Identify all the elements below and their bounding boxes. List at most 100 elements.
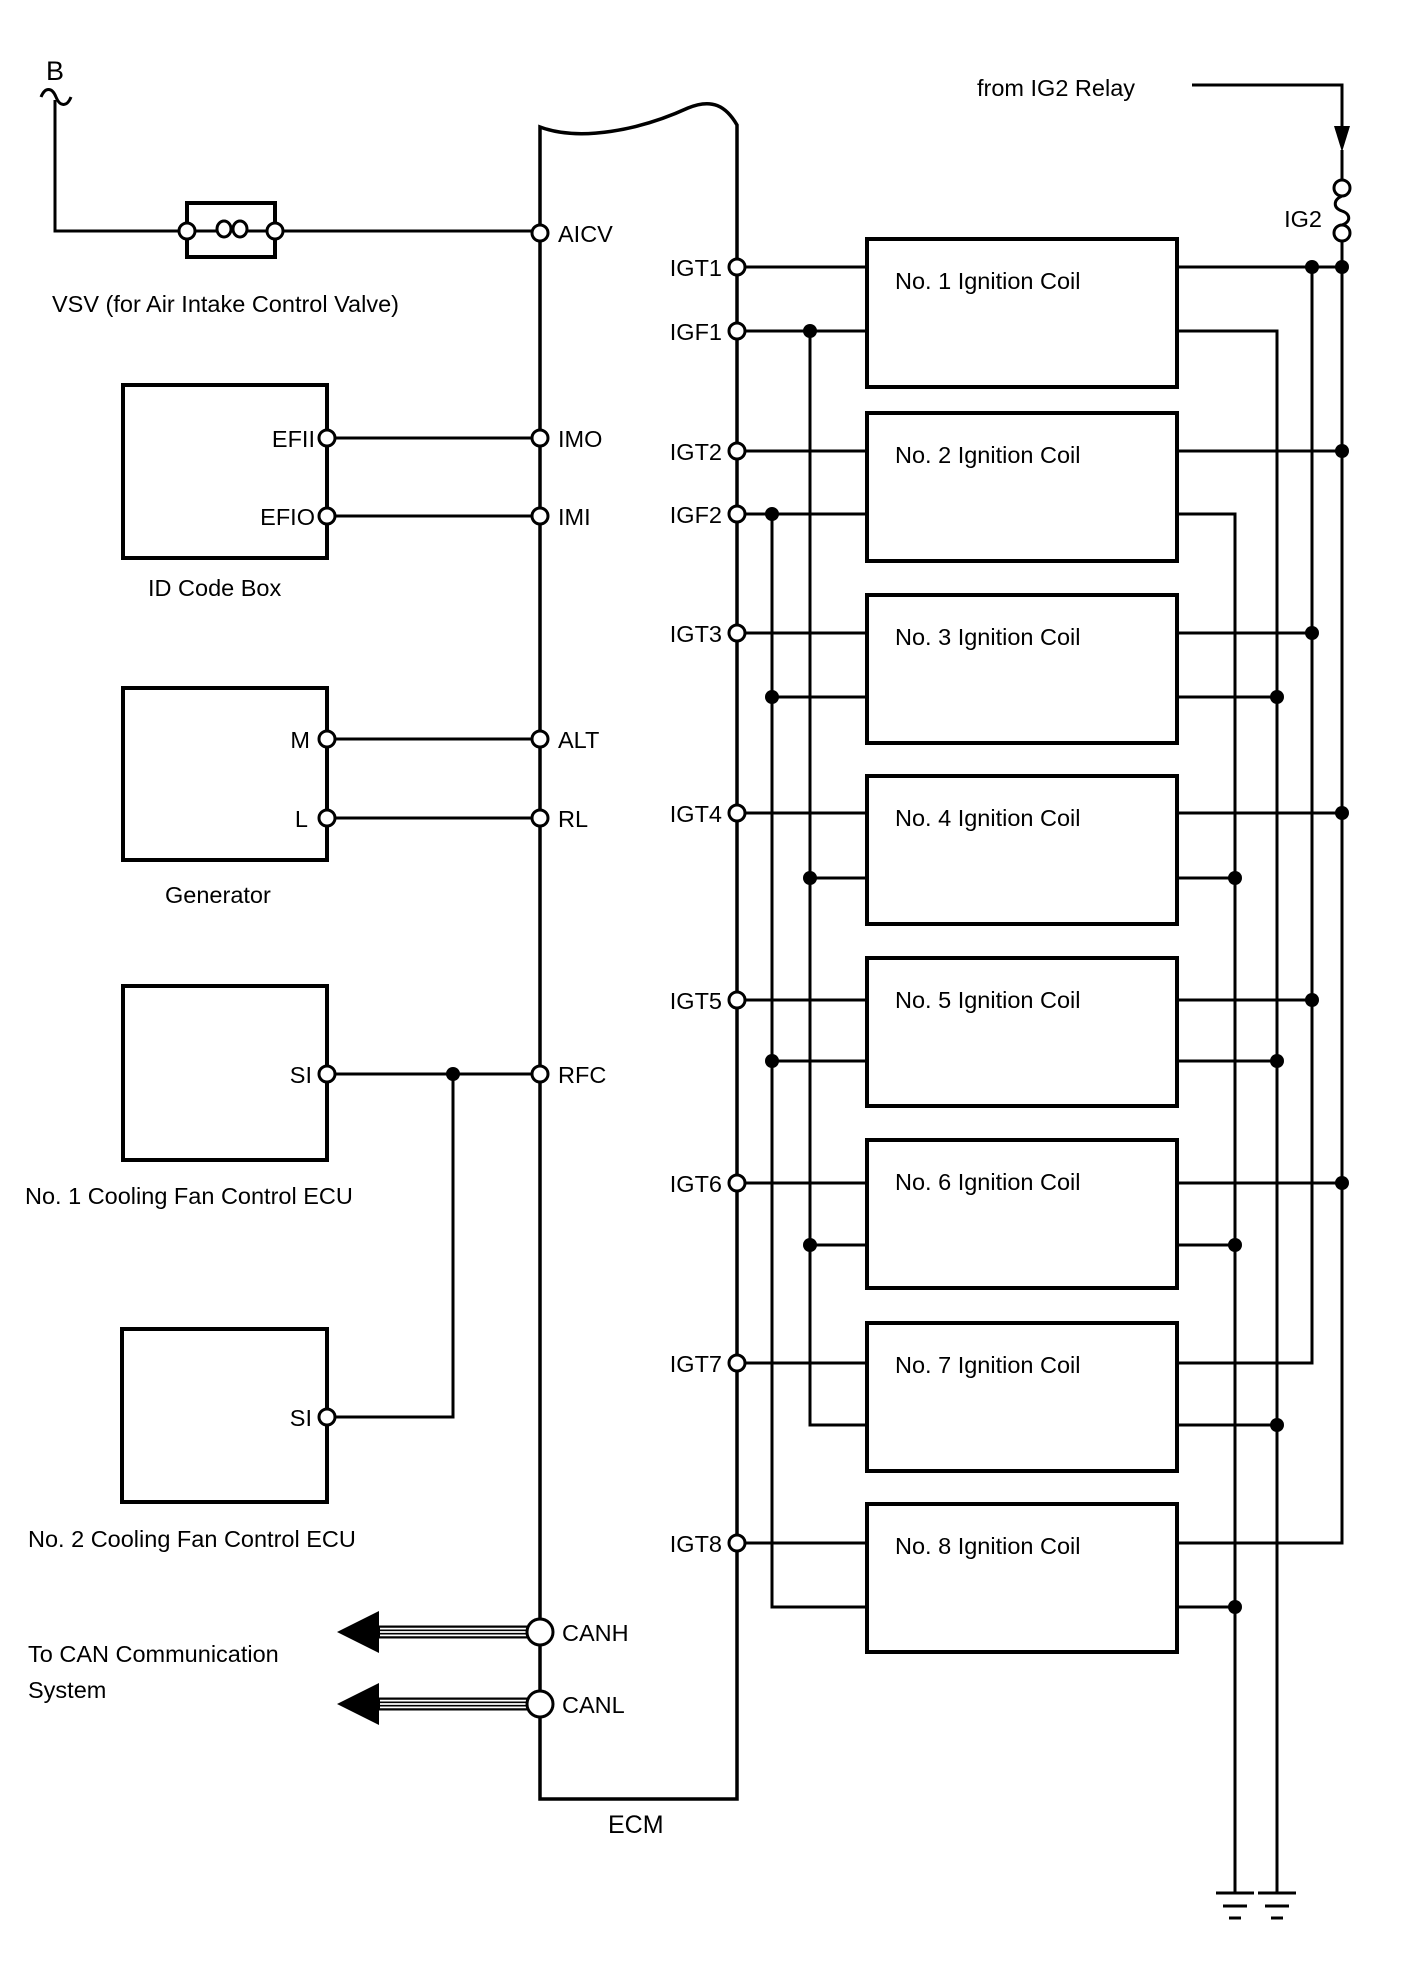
b-power-source: B bbox=[39, 56, 73, 106]
coil-label: No. 1 Ignition Coil bbox=[895, 268, 1081, 294]
junction-dot bbox=[1228, 871, 1242, 885]
ecm-left-terminals: AICV IMO IMI ALT RL RFC CANH CANL bbox=[525, 221, 629, 1719]
pin-aicv bbox=[530, 223, 550, 243]
coil-box bbox=[865, 1138, 1179, 1290]
pin-l bbox=[317, 808, 337, 828]
pin-imo bbox=[530, 428, 550, 448]
terminal-label-igf1: IGF1 bbox=[670, 319, 722, 345]
ground-bars bbox=[1216, 1891, 1254, 1920]
can-label-line2: System bbox=[28, 1677, 106, 1703]
terminal-label-aicv: AICV bbox=[558, 221, 613, 247]
junction-dot bbox=[1335, 444, 1349, 458]
junction-dot bbox=[1305, 993, 1319, 1007]
pin-efii bbox=[317, 428, 337, 448]
junction-dot bbox=[1270, 1054, 1284, 1068]
pin-igf2 bbox=[727, 504, 747, 524]
id-code-box: EFII EFIO ID Code Box bbox=[121, 383, 337, 601]
pin-igt3 bbox=[727, 623, 747, 643]
wire-igf-buses bbox=[770, 331, 867, 1609]
terminal-label-canh: CANH bbox=[562, 1620, 629, 1646]
fan1-box: SI No. 1 Cooling Fan Control ECU bbox=[25, 984, 353, 1209]
ignition-coil-5: No. 5 Ignition Coil bbox=[865, 956, 1179, 1108]
arrow-head bbox=[337, 1611, 379, 1653]
junction-dot bbox=[803, 871, 817, 885]
id-code-box-outline bbox=[121, 383, 329, 560]
ecm-outline bbox=[538, 101, 739, 1801]
fuse-squiggle bbox=[1333, 194, 1351, 227]
down-arrow-icon bbox=[1334, 126, 1350, 152]
vsv-component: VSV (for Air Intake Control Valve) bbox=[52, 201, 399, 317]
terminal-label-rfc: RFC bbox=[558, 1062, 606, 1088]
junction-dot bbox=[765, 690, 779, 704]
coil-box bbox=[865, 237, 1179, 389]
terminal-label-igt3: IGT3 bbox=[670, 621, 722, 647]
coil-label: No. 6 Ignition Coil bbox=[895, 1169, 1081, 1195]
terminal-label-igf2: IGF2 bbox=[670, 502, 722, 528]
coil-box bbox=[865, 956, 1179, 1108]
ignition-coil-1: No. 1 Ignition Coil bbox=[865, 237, 1179, 389]
from-ig2-relay-label: from IG2 Relay bbox=[977, 75, 1135, 101]
coil-label: No. 2 Ignition Coil bbox=[895, 442, 1081, 468]
pin-si2 bbox=[317, 1407, 337, 1427]
arrow-head bbox=[337, 1683, 379, 1725]
coil-label: No. 5 Ignition Coil bbox=[895, 987, 1081, 1013]
wire-right-side bbox=[1177, 83, 1344, 1893]
wires bbox=[53, 83, 1344, 1893]
ig2-fuse-icon bbox=[1332, 178, 1352, 243]
junction-dot bbox=[1305, 260, 1319, 274]
junction-dot bbox=[1305, 626, 1319, 640]
arrow-stripes bbox=[380, 1627, 528, 1637]
break-squiggle-icon bbox=[39, 88, 73, 106]
ignition-coil-2: No. 2 Ignition Coil bbox=[865, 411, 1179, 563]
junction-dot bbox=[1335, 806, 1349, 820]
terminal-label-igt8: IGT8 bbox=[670, 1531, 722, 1557]
pin-igt1 bbox=[727, 257, 747, 277]
pin-igt5 bbox=[727, 990, 747, 1010]
ground-icon-left bbox=[1216, 1891, 1254, 1920]
generator-box: M L Generator bbox=[121, 686, 337, 908]
coil-label: No. 7 Ignition Coil bbox=[895, 1352, 1081, 1378]
pin-m bbox=[317, 729, 337, 749]
coil-box bbox=[865, 774, 1179, 926]
ignition-coil-3: No. 3 Ignition Coil bbox=[865, 593, 1179, 745]
can-arrow-icon-canh bbox=[337, 1611, 528, 1653]
terminal-label-rl: RL bbox=[558, 806, 588, 832]
generator-label: Generator bbox=[165, 882, 271, 908]
terminal-label-igt4: IGT4 bbox=[670, 801, 722, 827]
pin-igt2 bbox=[727, 441, 747, 461]
vsv-label: VSV (for Air Intake Control Valve) bbox=[52, 291, 399, 317]
fan2-label: No. 2 Cooling Fan Control ECU bbox=[28, 1526, 356, 1552]
pin-rl bbox=[530, 808, 550, 828]
terminal-label-efio: EFIO bbox=[260, 504, 315, 530]
coil-box bbox=[865, 411, 1179, 563]
pin-igf1 bbox=[727, 321, 747, 341]
id-code-box-label: ID Code Box bbox=[148, 575, 281, 601]
coil-label: No. 3 Ignition Coil bbox=[895, 624, 1081, 650]
coil-label: No. 4 Ignition Coil bbox=[895, 805, 1081, 831]
ignition-coil-4: No. 4 Ignition Coil bbox=[865, 774, 1179, 926]
terminal-label-si2: SI bbox=[290, 1405, 312, 1431]
terminal-label-imo: IMO bbox=[558, 426, 602, 452]
wire-igt-rows bbox=[745, 265, 867, 1545]
pin-si1 bbox=[317, 1064, 337, 1084]
ground-icon-right bbox=[1258, 1891, 1296, 1920]
pin-igt4 bbox=[727, 803, 747, 823]
can-communication: To CAN Communication System bbox=[28, 1611, 528, 1725]
terminal-label-canl: CANL bbox=[562, 1692, 625, 1718]
terminal-label-igt7: IGT7 bbox=[670, 1351, 722, 1377]
coil-winding-icon bbox=[195, 219, 267, 239]
junction-dot bbox=[765, 1054, 779, 1068]
pin-canl bbox=[525, 1689, 555, 1719]
arrow-stripes bbox=[380, 1699, 528, 1709]
junction-dot bbox=[803, 1238, 817, 1252]
can-arrow-icon-canl bbox=[337, 1683, 528, 1725]
coil-box bbox=[865, 1502, 1179, 1654]
terminal-label-igt2: IGT2 bbox=[670, 439, 722, 465]
junction-dot bbox=[1228, 1600, 1242, 1614]
generator-outline bbox=[121, 686, 329, 862]
fuse-pin-top bbox=[1332, 178, 1352, 198]
junction-dot bbox=[1228, 1238, 1242, 1252]
pin-efio bbox=[317, 506, 337, 526]
ecm-box: ECM bbox=[538, 101, 739, 1839]
junction-dot bbox=[1335, 260, 1349, 274]
